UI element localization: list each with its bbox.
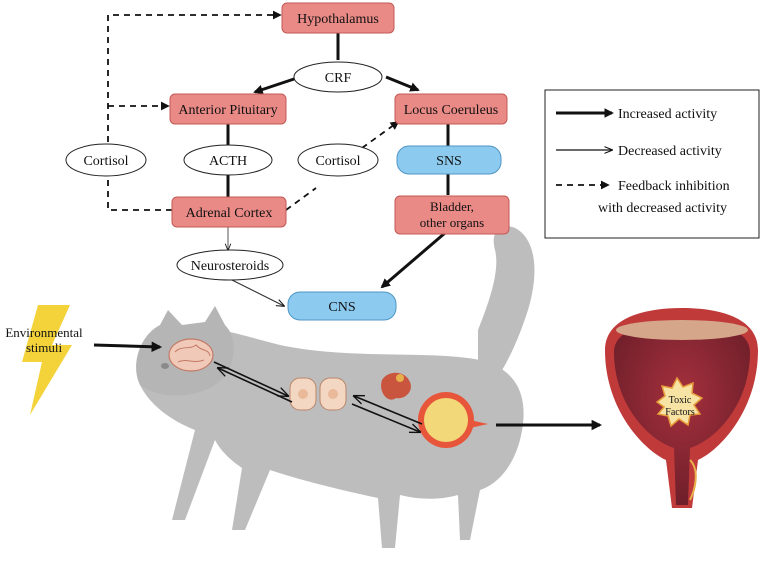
legend-feedback-label-1: Feedback inhibition xyxy=(618,179,730,194)
crf-label: CRF xyxy=(325,71,352,86)
neurosteroids-label: Neurosteroids xyxy=(191,259,270,274)
bladder-organs-box xyxy=(394,195,510,235)
lightning-bolt-icon xyxy=(22,305,72,415)
stimuli-label-1: Environmental xyxy=(5,325,83,340)
flow-connectors xyxy=(107,10,450,306)
hypothalamus-label: Hypothalamus xyxy=(297,12,379,27)
spine-bladder-arrow-up xyxy=(354,396,423,425)
adrenal-cortex-label: Adrenal Cortex xyxy=(186,206,273,221)
stimuli-arrow xyxy=(93,341,163,352)
cortisol-left-label: Cortisol xyxy=(83,154,128,169)
acth-ellipse xyxy=(183,144,273,176)
adrenal-cortex-box xyxy=(171,196,287,228)
spinal-cord-icon xyxy=(289,377,347,411)
brain-icon xyxy=(168,338,214,372)
sns-label: SNS xyxy=(436,154,462,169)
cns-label: CNS xyxy=(328,300,355,315)
legend-box xyxy=(544,89,760,239)
bladder-organs-label-1: Bladder, xyxy=(430,199,474,214)
toxic-starburst-icon xyxy=(655,376,704,428)
cortisol-right-label: Cortisol xyxy=(315,154,360,169)
crf-ellipse xyxy=(293,61,383,93)
sns-box xyxy=(396,145,502,175)
cns-box xyxy=(287,291,397,321)
bladder-cross-section: Toxic Factors xyxy=(605,308,758,508)
bladder-organs-label-2: other organs xyxy=(420,215,484,230)
legend-increased-label: Increased activity xyxy=(618,107,717,122)
locus-coeruleus-box xyxy=(394,93,508,125)
locus-coeruleus-label: Locus Coeruleus xyxy=(404,103,498,118)
cat-illustration xyxy=(136,226,535,548)
cortisol-right-ellipse xyxy=(297,143,379,177)
spine-bladder-arrow-down xyxy=(351,403,420,432)
kidney-icon xyxy=(381,372,411,400)
cat-bladder-icon xyxy=(418,392,488,448)
legend-feedback-label-2: with decreased activity xyxy=(598,201,727,216)
anterior-pituitary-label: Anterior Pituitary xyxy=(178,103,277,118)
cortisol-left-ellipse xyxy=(65,143,147,177)
neurosteroids-ellipse xyxy=(176,249,284,281)
hypothalamus-box xyxy=(281,2,395,34)
acth-label: ACTH xyxy=(209,154,247,169)
brain-spine-arrow-up xyxy=(218,368,293,403)
toxic-label-1: Toxic xyxy=(669,395,692,406)
anterior-pituitary-box xyxy=(169,93,287,125)
legend: Increased activity Decreased activity Fe… xyxy=(544,89,760,239)
toxic-label-2: Factors xyxy=(665,407,695,418)
legend-decreased-label: Decreased activity xyxy=(618,144,722,159)
stimuli-label-2: stimuli xyxy=(26,340,63,355)
